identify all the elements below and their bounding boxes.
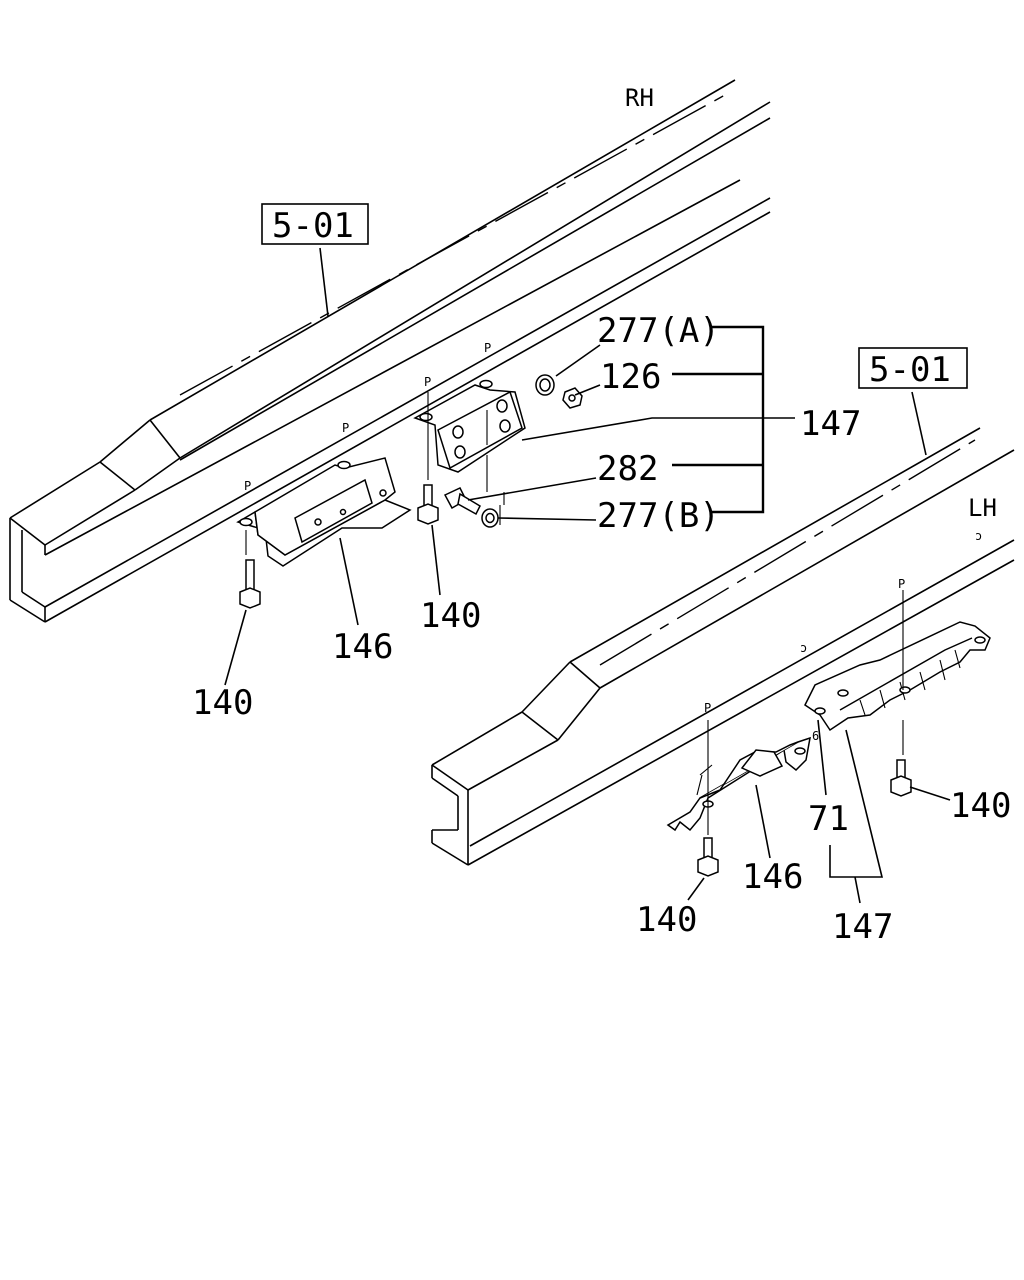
svg-text:6: 6 (812, 729, 819, 743)
hex-bolt-icon (890, 590, 912, 797)
svg-text:P: P (342, 421, 349, 435)
callout-71: 71 (808, 799, 849, 839)
svg-text:P: P (424, 375, 431, 389)
rh-leaders (224, 247, 795, 686)
callout-146-lh: 146 (742, 857, 803, 897)
bracket-146-lh (666, 736, 811, 832)
svg-text:P: P (484, 341, 491, 355)
callout-126: 126 (600, 357, 661, 397)
callout-140-rh-center: 140 (420, 596, 481, 636)
hex-bolt-icon (697, 720, 719, 877)
callout-140-lh-right: 140 (950, 786, 1011, 826)
callout-140-rh-left: 140 (192, 683, 253, 723)
hex-bolt-icon (417, 392, 439, 525)
ref-box-rh: 5-01 (261, 203, 369, 246)
callout-282: 282 (597, 449, 658, 489)
svg-text:P: P (898, 577, 905, 591)
svg-text:P: P (704, 701, 711, 715)
svg-text:ɔ: ɔ (975, 529, 982, 543)
callout-140-lh-left: 140 (636, 900, 697, 940)
callout-146-rh: 146 (332, 627, 393, 667)
svg-text:5-01: 5-01 (272, 206, 354, 246)
rh-side-label: RH (625, 84, 654, 112)
bracket-146-rh (236, 457, 412, 567)
svg-text:P: P (244, 479, 251, 493)
callout-277b: 277(B) (597, 496, 720, 536)
lh-leaders (687, 391, 951, 904)
ref-box-lh: 5-01 (858, 347, 968, 390)
callout-147-lh: 147 (832, 907, 893, 947)
lh-frame-rail (431, 427, 1015, 866)
callout-147-rh: 147 (800, 404, 861, 444)
rh-fasteners (443, 374, 583, 528)
p-markers-rh: P P P P (244, 341, 491, 493)
lh-side-label: LH (968, 494, 997, 522)
hex-bolt-icon (239, 530, 261, 609)
rh-frame-rail (9, 79, 771, 623)
callout-277a: 277(A) (597, 311, 720, 351)
bracket-147-lh: 6 ɔ ɔ (800, 529, 991, 743)
bracket-147-rh (413, 379, 526, 473)
p-markers-lh: P P (704, 577, 905, 715)
svg-text:5-01: 5-01 (869, 350, 951, 390)
svg-text:ɔ: ɔ (800, 641, 807, 655)
